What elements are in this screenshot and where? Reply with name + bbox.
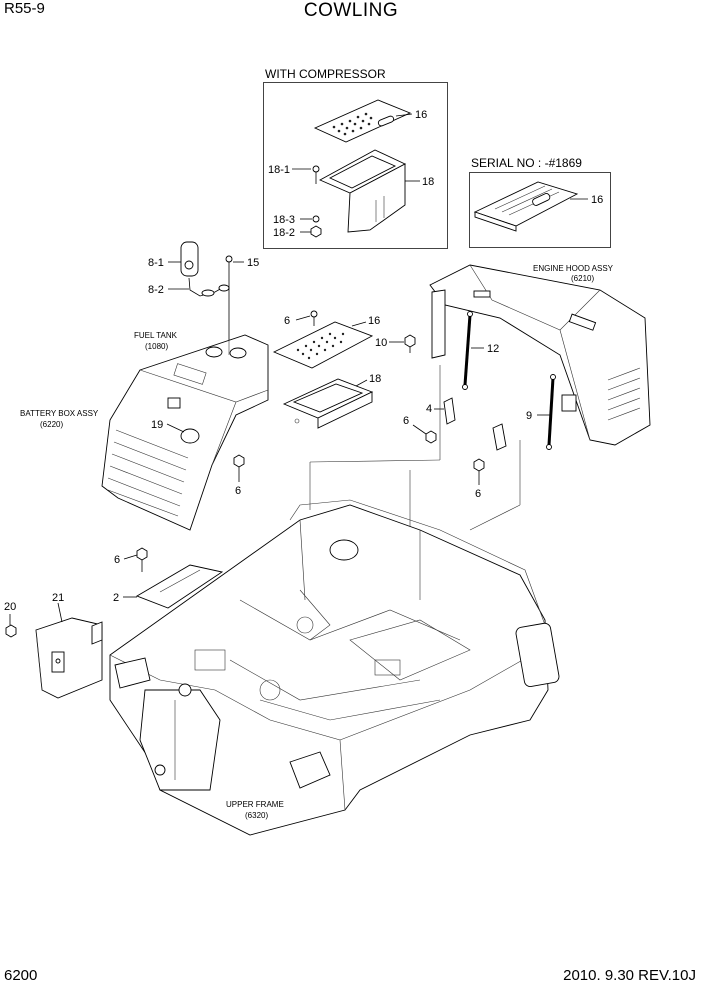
callout-19: 19 [151,419,163,431]
engine-hood-name: ENGINE HOOD ASSY [533,264,614,273]
upper-frame [109,499,560,836]
serial-inset [469,172,611,248]
compressor-cover-plate [313,99,412,143]
gas-spring-12 [462,311,473,390]
plate-2 [135,547,224,609]
bracket-right [473,423,507,472]
battery-box-cover [101,334,269,531]
callout-6-right: 6 [475,488,481,500]
callout-18-3: 18-3 [273,214,295,226]
model-code: R55-9 [4,0,45,17]
compressor-inset [263,82,448,249]
fuel-tank-code: (1080) [145,342,168,351]
callout-6-center: 6 [284,315,290,327]
callout-18-2: 18-2 [273,227,295,239]
battery-box-name: BATTERY BOX ASSY [20,409,99,418]
callout-21: 21 [52,592,64,604]
center-cover-plate [272,310,374,369]
engine-hood-code: (6210) [571,274,594,283]
upper-frame-name: UPPER FRAME [226,800,284,809]
compressor-inset-title: WITH COMPRESSOR [265,67,386,81]
upper-frame-code: (6320) [245,811,268,820]
callout-8-1: 8-1 [148,257,164,269]
battery-box-code: (6220) [40,420,63,429]
bracket-4 [425,397,456,444]
serial-cover-plate [473,181,588,232]
center-cover-bracket [282,378,374,429]
fuel-sender-unit [180,241,233,340]
bolt-10 [404,334,416,353]
callout-15: 15 [247,257,259,269]
callout-6-plate: 6 [114,554,120,566]
callout-6-battery: 6 [235,485,241,497]
page-number: 6200 [4,967,38,984]
callout-9: 9 [526,410,532,422]
callout-4: 4 [426,403,432,415]
callout-6-bracket4: 6 [403,415,409,427]
gas-spring-9 [546,374,556,450]
revision-date: 2010. 9.30 REV.10J [563,967,696,984]
callout-2: 2 [113,592,119,604]
callout-10: 10 [375,337,387,349]
compressor-bracket [310,149,407,238]
callout-20: 20 [4,601,16,613]
fuel-tank-name: FUEL TANK [134,331,178,340]
callout-16-center: 16 [368,315,380,327]
engine-hood [429,264,651,446]
callout-16: 16 [415,109,427,121]
compressor-leaders [292,113,420,233]
callout-18-1: 18-1 [268,164,290,176]
callout-18: 18 [422,176,434,188]
callout-8-2: 8-2 [148,284,164,296]
callout-12: 12 [487,343,499,355]
guard-21 [5,617,103,699]
connection-lines [228,340,521,545]
serial-inset-title: SERIAL NO : -#1869 [471,156,582,170]
callout-18-center: 18 [369,373,381,385]
page-title: COWLING [303,0,399,21]
callout-16-serial: 16 [591,194,603,206]
